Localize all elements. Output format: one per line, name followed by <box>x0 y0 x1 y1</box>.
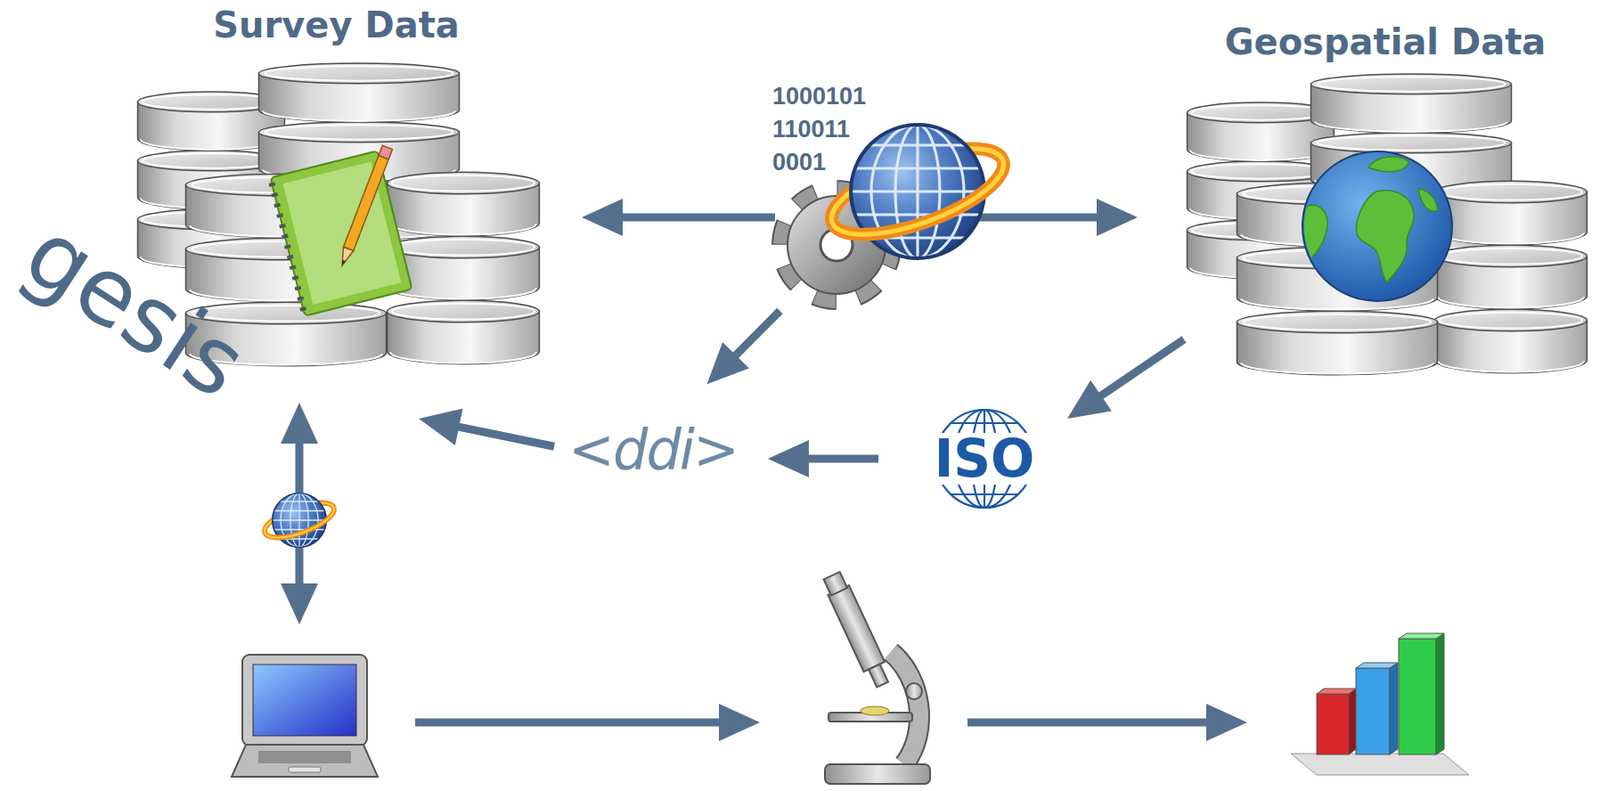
database-node: Geospatial Data <box>1175 21 1595 392</box>
database-title: Survey Data <box>124 4 548 46</box>
microscope-icon <box>890 652 920 765</box>
pencil-icon <box>340 260 346 267</box>
flow-arrow <box>1206 703 1248 742</box>
arrow-head <box>767 440 809 478</box>
double-arrow <box>280 583 319 625</box>
flow-arrow <box>415 703 1248 742</box>
connector-arrow <box>707 310 781 384</box>
bar-chart-icon <box>1316 688 1356 694</box>
bar-chart-icon <box>1290 633 1470 776</box>
pencil-icon <box>343 155 390 251</box>
watermark-text: gesis <box>10 204 262 413</box>
survey-database-icon <box>387 300 540 364</box>
notebook-icon <box>269 150 412 316</box>
laptop-icon <box>242 654 368 746</box>
microscope-icon <box>821 571 894 690</box>
connector-arrow <box>418 408 555 448</box>
process-node: 1000101 110011 0001 <box>761 80 989 303</box>
globe-wire <box>950 422 1018 425</box>
laptop-icon <box>253 664 357 736</box>
arrow-head <box>1067 380 1112 419</box>
microscope-icon <box>860 706 890 716</box>
arrow-head <box>707 342 750 384</box>
bar-chart-icon <box>1348 688 1356 755</box>
globe-wire <box>950 493 1018 496</box>
flow-arrow <box>415 718 721 727</box>
earth-icon <box>1356 190 1415 283</box>
earth-icon <box>1303 156 1438 283</box>
survey-database-icon <box>387 171 540 236</box>
microscope-icon <box>824 764 931 784</box>
connector-arrow <box>581 198 776 237</box>
bar-chart-icon <box>1436 633 1445 755</box>
earth-icon <box>1418 188 1438 212</box>
geospatial-database-icon <box>1435 180 1588 245</box>
web-globe-icon <box>260 493 338 547</box>
bar-chart-icon <box>1355 662 1398 669</box>
flow-arrow <box>967 718 1209 727</box>
geospatial-database-icon <box>1236 310 1437 375</box>
arrow-head <box>581 198 623 237</box>
bar-chart-icon <box>1290 753 1470 776</box>
standard-logo: <ddi> <box>563 416 743 483</box>
bar-chart-icon <box>1398 633 1445 639</box>
microscope-icon <box>827 585 885 672</box>
double-arrow <box>280 402 319 444</box>
laptop-icon <box>288 767 321 773</box>
bar-chart-icon <box>1355 668 1390 755</box>
connector-shaft <box>974 213 1099 222</box>
logo-text: <ddi> <box>568 417 738 482</box>
connector-arrow <box>767 440 879 478</box>
pencil-icon <box>378 145 393 160</box>
geospatial-database-icon <box>1435 244 1588 309</box>
connector-shaft <box>620 213 776 222</box>
logo-text: ISO <box>932 432 1037 485</box>
connector-arrow <box>1067 339 1184 419</box>
bar-chart-icon <box>1389 662 1398 755</box>
geospatial-database-icon <box>1310 73 1511 133</box>
connector-shaft <box>457 426 555 447</box>
microscope-icon <box>824 571 849 596</box>
microscope-icon <box>906 683 923 700</box>
notebook-icon <box>269 150 412 316</box>
database-title: Geospatial Data <box>1175 21 1595 63</box>
geospatial-database-icon <box>1435 309 1588 373</box>
microscope-icon <box>890 652 920 765</box>
earth-icon <box>1368 156 1410 172</box>
geospatial-database-icon <box>1187 73 1588 376</box>
microscope-icon <box>821 571 931 784</box>
laptop-icon <box>258 751 352 764</box>
web-globe-icon <box>821 124 1014 259</box>
arrow-head <box>1096 198 1138 237</box>
bar-chart-icon <box>1316 693 1349 755</box>
arrow-head <box>418 408 463 446</box>
binary-text: 1000101 110011 0001 <box>772 80 866 180</box>
earth-icon <box>1302 151 1453 302</box>
laptop-icon <box>231 744 378 777</box>
pencil-icon <box>336 145 392 268</box>
pencil-icon <box>336 246 353 268</box>
flow-arrow <box>718 703 760 742</box>
survey-database-icon <box>258 63 459 123</box>
connector-shaft <box>734 310 781 357</box>
connector-arrow <box>974 198 1138 237</box>
connector-shaft <box>807 455 879 464</box>
earth-icon <box>1303 204 1328 261</box>
bar-chart-icon <box>1398 638 1437 755</box>
standard-logo: ISO <box>922 407 1047 511</box>
earth-icon <box>1302 151 1453 302</box>
notebook-icon <box>283 161 402 305</box>
laptop-icon <box>231 654 378 777</box>
microscope-icon <box>868 664 889 688</box>
survey-database-icon <box>387 236 540 300</box>
connector-shaft <box>1099 339 1184 397</box>
notebook-icon <box>271 182 304 313</box>
